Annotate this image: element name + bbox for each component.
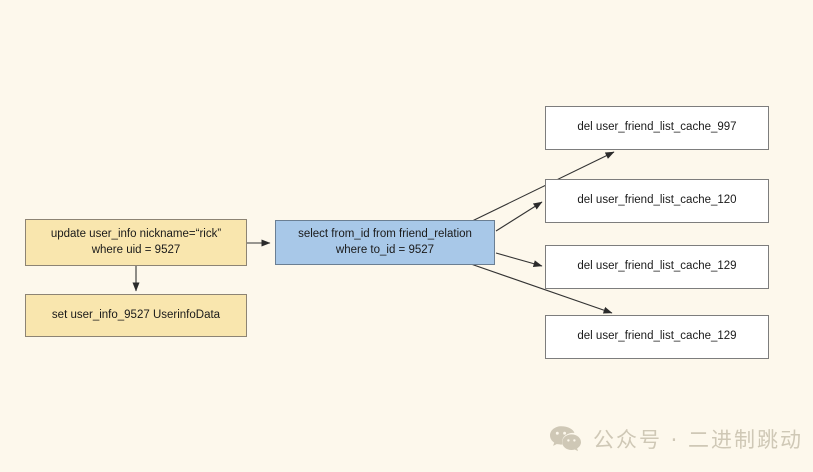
node-del-cache-129-a[interactable]: del user_friend_list_cache_129	[545, 245, 769, 289]
node-del-cache-129-b[interactable]: del user_friend_list_cache_129	[545, 315, 769, 359]
node-del-cache-997[interactable]: del user_friend_list_cache_997	[545, 106, 769, 150]
node-del-cache-120-label: del user_friend_list_cache_120	[577, 194, 737, 207]
node-del-cache-997-label: del user_friend_list_cache_997	[577, 121, 737, 134]
edge-select-to-del-120	[495, 201, 543, 232]
node-del-cache-120[interactable]: del user_friend_list_cache_120	[545, 179, 769, 223]
edge-select-to-del-129-a	[495, 252, 543, 268]
node-del-cache-129-a-label: del user_friend_list_cache_129	[577, 260, 737, 273]
node-update-user-info-label: update user_info nickname=“rick” where u…	[50, 227, 222, 256]
wechat-icon	[550, 426, 581, 452]
node-select-friend-relation[interactable]: select from_id from friend_relation wher…	[275, 220, 495, 265]
node-select-friend-relation-label: select from_id from friend_relation wher…	[298, 227, 472, 256]
watermark: 公众号 · 二进制跳动	[549, 424, 803, 454]
node-set-user-info-cache-label: set user_info_9527 UserinfoData	[51, 308, 221, 321]
watermark-text: 公众号 · 二进制跳动	[593, 428, 804, 452]
node-set-user-info-cache[interactable]: set user_info_9527 UserinfoData	[25, 294, 247, 337]
node-update-user-info[interactable]: update user_info nickname=“rick” where u…	[25, 219, 247, 266]
node-del-cache-129-b-label: del user_friend_list_cache_129	[577, 330, 737, 343]
